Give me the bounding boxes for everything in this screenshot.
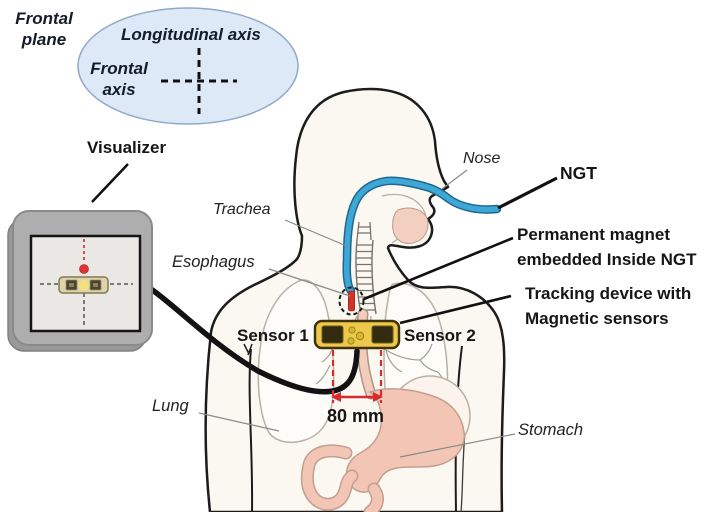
axes-cross [161,48,237,114]
digestive-tract [300,308,471,512]
ngt-pointer [497,176,558,210]
tracking-device [313,319,401,350]
lung-label: Lung [152,397,189,415]
armpit-crease-left [243,343,253,356]
frontal-axis-label: Frontal axis [90,59,148,100]
trachea-label: Trachea [213,201,271,218]
magnet-highlight-circle [338,286,365,316]
stomach-pointer [399,433,516,458]
esophagus-label: Esophagus [172,253,255,271]
frontal-plane-label: Frontal plane [15,9,73,50]
permanent-magnet-label: Permanent magnet embedded Inside NGT [517,225,697,269]
permanent-magnet-shape [347,290,355,312]
esophagus-pointer [268,268,351,297]
visualizer-pointer [91,163,129,203]
nose-pointer [441,169,468,190]
tracking-device-label: Tracking device with Magnetic sensors [525,284,692,328]
stomach-label: Stomach [518,421,584,439]
pointer-lines [91,163,558,458]
lung-left [257,279,335,443]
cable [148,286,360,395]
lung-pointer [198,412,280,432]
tracking-pointer [399,294,512,325]
distance-label: 80 mm [327,406,385,426]
trachea-pointer [284,219,350,248]
intestine-loop [300,444,384,512]
sensor1-chip [321,325,344,344]
magnet-pointer [363,236,514,301]
measurement-lines [331,350,383,403]
screen-magnet-dot [79,264,89,274]
ngt-label: NGT [560,163,597,183]
nose-label: Nose [463,150,501,167]
pharynx-shape [392,207,429,244]
ngt-tube [342,176,502,296]
frontal-plane-ellipse [77,7,299,125]
sensor2-label: Sensor 2 [404,326,476,345]
sensor2-chip [371,325,394,344]
stomach-body [346,388,466,493]
visualizer-device [7,210,153,352]
sensor1-label: Sensor 1 [237,326,309,345]
longitudinal-axis-label: Longitudinal axis [121,25,261,44]
visualizer-label: Visualizer [87,138,167,157]
